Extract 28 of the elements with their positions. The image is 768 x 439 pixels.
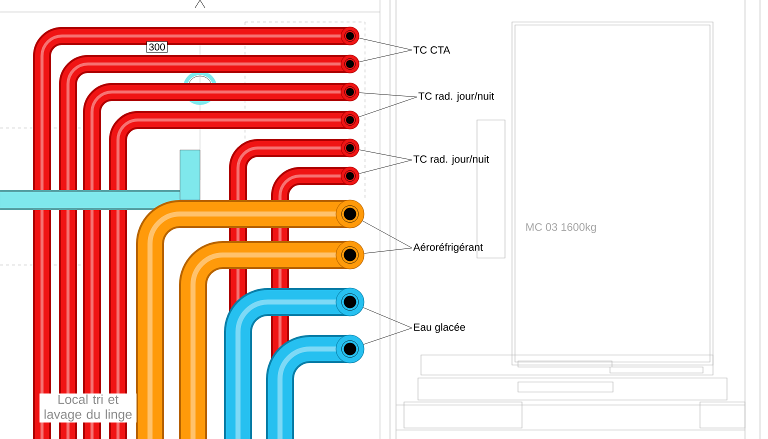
leader-line bbox=[362, 307, 412, 328]
leader-line bbox=[363, 328, 412, 345]
pipe-label: TC rad. jour/nuit bbox=[413, 155, 490, 165]
pipe-end bbox=[340, 110, 360, 130]
leader-line bbox=[358, 50, 412, 62]
pipe-end bbox=[340, 82, 360, 102]
pipe-label: TC rad. jour/nuit bbox=[418, 92, 494, 102]
pipe-end bbox=[336, 200, 364, 228]
dimension-label: 300 bbox=[146, 41, 168, 53]
pipe-end bbox=[340, 138, 360, 158]
pipe-end bbox=[340, 54, 360, 74]
pipe-label: Aéroréfrigérant bbox=[413, 243, 483, 253]
leader-line bbox=[358, 38, 412, 50]
leader-line bbox=[358, 160, 412, 174]
leader-line bbox=[358, 150, 412, 160]
pipe-end bbox=[336, 334, 364, 364]
pipe-label: Eau glacée bbox=[414, 323, 466, 333]
leader-line bbox=[359, 92, 418, 98]
pipe-label: TC CTA bbox=[413, 46, 450, 54]
pipe-end bbox=[340, 166, 360, 186]
pipe-end bbox=[336, 288, 364, 316]
equipment-label: MC 03 1600kg bbox=[526, 222, 596, 234]
leader-line bbox=[362, 220, 412, 248]
leader-line bbox=[364, 248, 412, 254]
pipe-end bbox=[340, 26, 360, 46]
leader-line bbox=[358, 96, 418, 118]
room-label: Local tri et lavage du linge bbox=[40, 393, 136, 422]
pipe-end bbox=[336, 240, 364, 270]
